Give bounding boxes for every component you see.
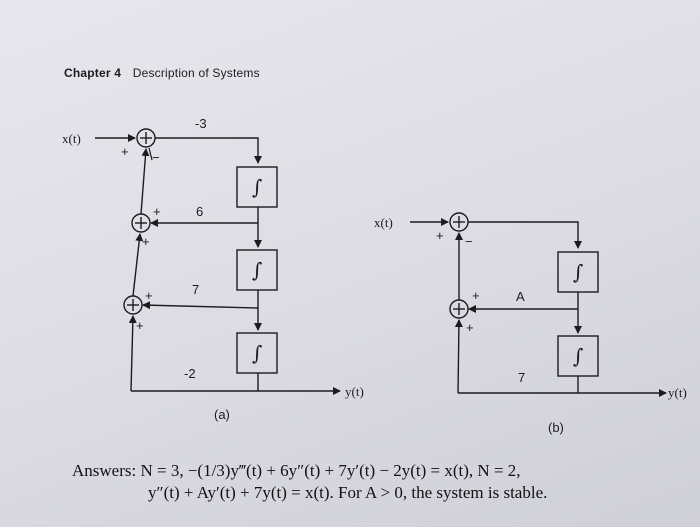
diagram-a-integrator-1-symbol: ∫ [252, 175, 262, 199]
answers-line-1: Answers: N = 3, −(1/3)y‴(t) + 6y″(t) + 7… [72, 461, 521, 480]
diagram-a-feedback-7 [142, 301, 259, 310]
diagram-a-integrator-2 [236, 249, 278, 291]
diagram-a-caption: (a) [214, 407, 230, 422]
diagram-b-integrator-1-symbol: ∫ [573, 260, 583, 284]
diagram-b-feedback-7 [454, 319, 463, 394]
diagram-a-output-label: y(t) [345, 384, 364, 399]
diagram-b-signs: + − + + [436, 228, 480, 335]
diagram-b-caption: (b) [548, 420, 564, 435]
chapter-label: Chapter 4 [64, 66, 122, 80]
diagram-a-input-label: x(t) [62, 131, 81, 146]
svg-text:+: + [136, 318, 144, 333]
diagram-b-input-label: x(t) [374, 215, 393, 230]
answers-block: Answers: N = 3, −(1/3)y‴(t) + 6y″(t) + 7… [72, 460, 547, 504]
svg-text:−: − [465, 234, 473, 249]
svg-text:+: + [142, 234, 150, 249]
diagram-a-integrator-3-symbol: ∫ [252, 341, 262, 365]
svg-text:+: + [466, 320, 474, 335]
diagram-a-gain-2: 6 [196, 204, 203, 219]
svg-text:+: + [121, 144, 129, 159]
diagram-a-integrator-1 [236, 166, 278, 208]
diagram-a-signs: + − + + + + [121, 144, 161, 333]
diagram-a-feedback-neg2 [128, 315, 137, 392]
diagram-b-gain-1: A [516, 289, 525, 304]
diagram-b-forward-path [468, 221, 582, 249]
answers-line-2: y″(t) + Ay′(t) + 7y(t) = x(t). For A > 0… [148, 483, 548, 502]
diagram-a-forward-path-1 [155, 137, 262, 164]
svg-text:−: − [152, 150, 160, 165]
diagram-b-output-label: y(t) [668, 385, 687, 400]
diagram-a-gain-4: -2 [184, 366, 196, 381]
diagram-b [410, 212, 667, 397]
svg-text:+: + [472, 288, 480, 303]
svg-text:+: + [145, 288, 153, 303]
svg-text:+: + [436, 228, 444, 243]
diagram-a-gain-3: 7 [192, 282, 199, 297]
diagram-b-gain-2: 7 [518, 370, 525, 385]
svg-text:+: + [153, 204, 161, 219]
diagram-a-integrator-3 [236, 332, 278, 374]
diagram-b-integrator-2-symbol: ∫ [573, 344, 583, 368]
chapter-title: Description of Systems [132, 66, 260, 80]
diagram-a [95, 128, 341, 395]
diagram-a-integrator-2-symbol: ∫ [252, 258, 262, 282]
diagram-a-gain-1: -3 [195, 116, 207, 131]
chapter-header: Chapter 4 Description of Systems [64, 66, 260, 80]
